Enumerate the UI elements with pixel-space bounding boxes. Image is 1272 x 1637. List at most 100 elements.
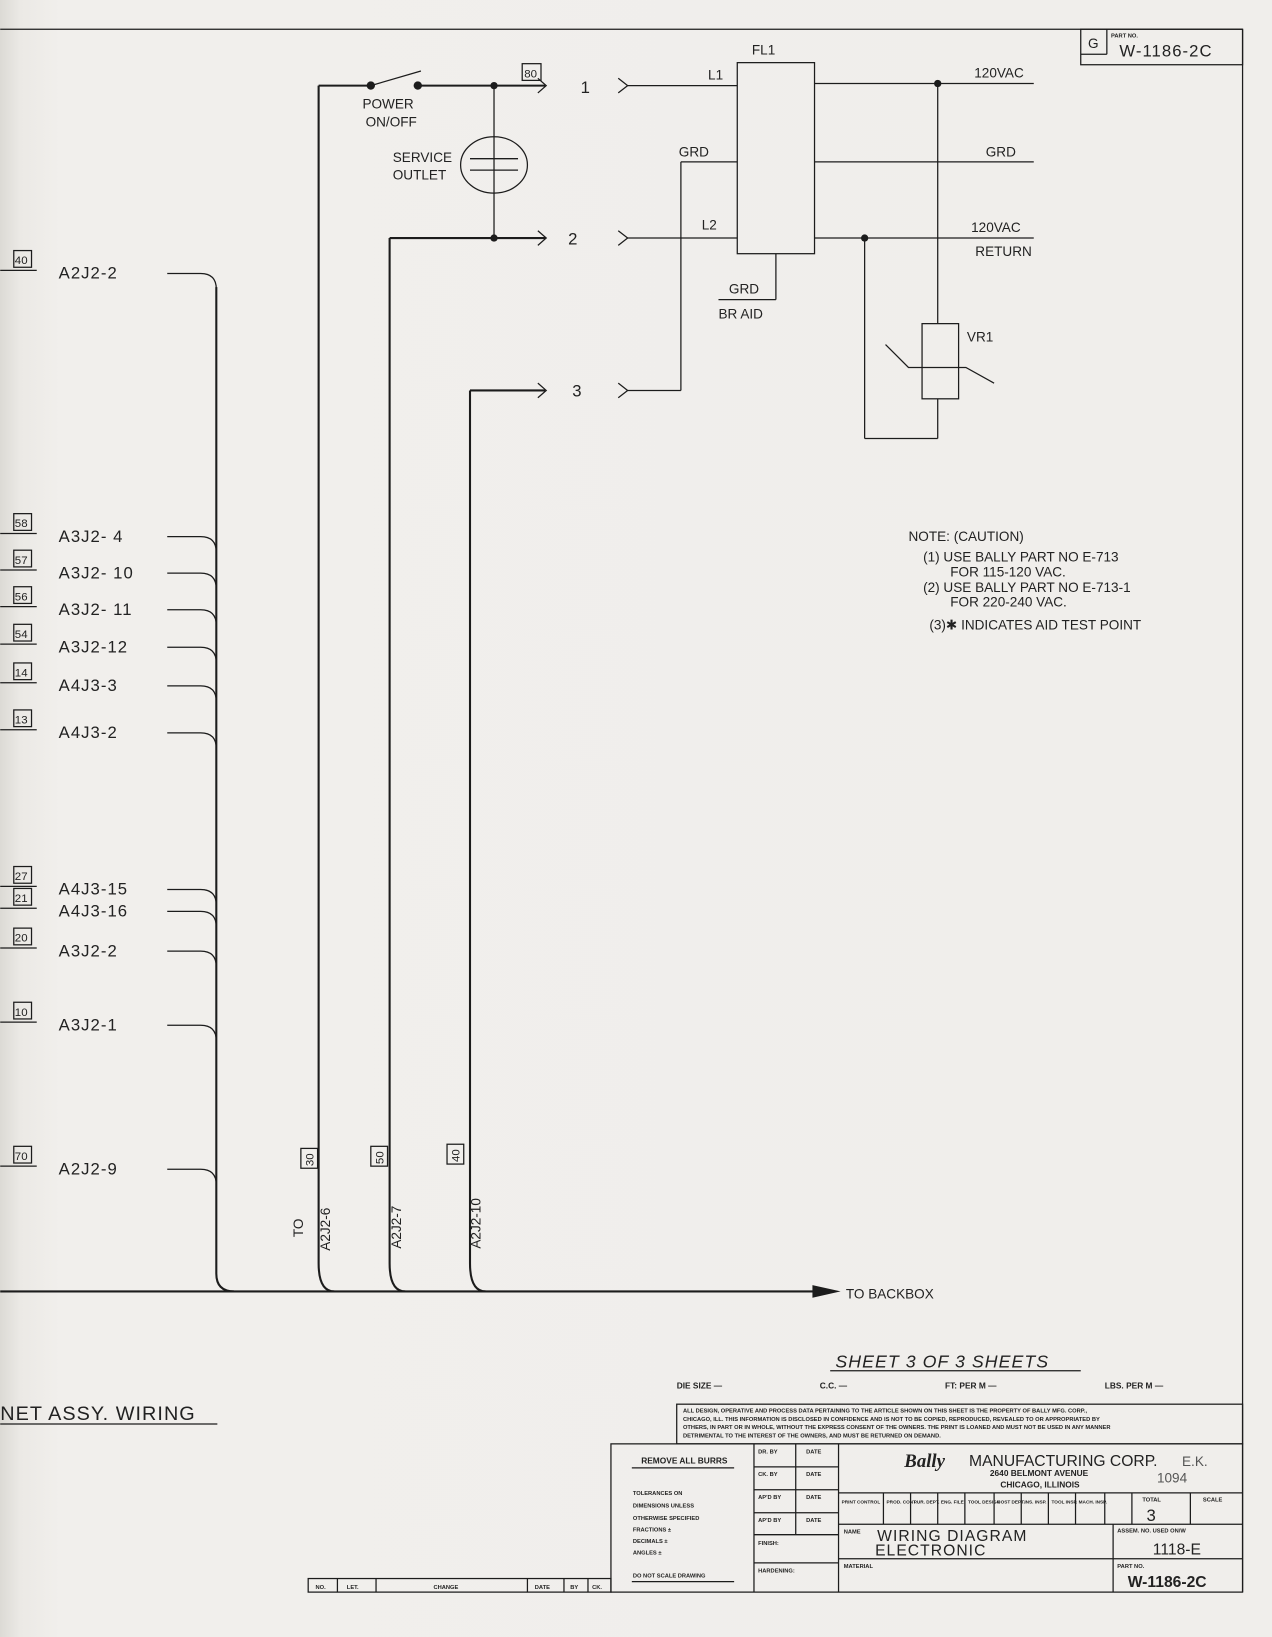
pin-1: 1 (581, 78, 591, 97)
wire-tag: 13 (15, 714, 28, 726)
print-control-cell: PROD. CONT. (887, 1499, 917, 1504)
remove-burrs: REMOVE ALL BURRS (641, 1456, 728, 1466)
address: 2640 BELMONT AVENUE (990, 1468, 1089, 1478)
braid-grd: GRD (729, 281, 759, 296)
rev-no: NO. (315, 1585, 326, 1591)
wire-tag: 57 (15, 555, 28, 567)
tolerance: DIMENSIONS UNLESS (633, 1504, 694, 1510)
date-label: DATE (806, 1472, 821, 1478)
print-control-cell: TOOL DESIGN (968, 1499, 1001, 1504)
tolerance: FRACTIONS ± (633, 1528, 672, 1534)
rev-change: CHANGE (433, 1585, 458, 1591)
outlet-label-2: OUTLET (393, 168, 447, 183)
wire-tag-box (13, 513, 33, 531)
material-label: MATERIAL (844, 1564, 874, 1570)
note-3: (3)✱ INDICATES AID TEST POINT (929, 618, 1141, 633)
wire-tag-box (521, 63, 542, 82)
filter-grd: GRD (679, 145, 709, 160)
assembly-number: 1118-E (1153, 1542, 1201, 1559)
cc: C.C. — (820, 1381, 848, 1391)
wire-tag-box (13, 623, 33, 642)
disclaimer: ALL DESIGN, OPERATIVE AND PROCESS DATA P… (683, 1409, 1088, 1415)
wire-tag: 40 (15, 255, 28, 267)
switch-contact (366, 81, 375, 90)
switch-label: POWER (362, 97, 413, 112)
drawing-name: WIRING DIAGRAM (877, 1528, 1027, 1545)
varistor-label: VR1 (967, 329, 993, 344)
part-number-block: G PART NO. W-1186-2C (1080, 28, 1244, 66)
to-backbox-label: TO BACKBOX (846, 1287, 934, 1302)
wire-tag: 27 (15, 871, 28, 883)
wire-tag: 14 (15, 668, 28, 680)
switch-label-2: ON/OFF (366, 114, 417, 129)
to-label: TO (291, 1219, 306, 1238)
no-scale: DO NOT SCALE DRAWING (633, 1573, 706, 1579)
disclaimer: DETRIMENTAL TO THE INTEREST OF THE OWNER… (683, 1434, 941, 1440)
tolerance: OTHERWISE SPECIFIED (633, 1516, 700, 1522)
date-label: DATE (806, 1518, 821, 1524)
rev-by: BY (570, 1585, 578, 1591)
wire-tag: 56 (15, 591, 28, 603)
varistor-vr1: VR1 (860, 79, 995, 440)
assembly-label: ASSEM. NO. USED ON/W (1117, 1529, 1186, 1535)
wire-tag-box (13, 586, 33, 605)
wire-tag: 70 (15, 1151, 28, 1163)
connection-label: A3J2- 11 (59, 600, 133, 619)
note-2b: FOR 220-240 VAC. (950, 595, 1067, 610)
tolerance: TOLERANCES ON (633, 1491, 683, 1497)
connection-label: A2J2-9 (59, 1160, 118, 1179)
part-no-label: PART NO. (1117, 1564, 1144, 1570)
tolerance: ANGLES ± (633, 1551, 662, 1557)
finish-label: FINISH: (758, 1541, 779, 1547)
wire-tag-box (13, 709, 33, 728)
title-block: DIE SIZE — C.C. — FT: PER M — LBS. PER M… (610, 1381, 1244, 1593)
scale-label: SCALE (1203, 1497, 1223, 1503)
total-sheets: 3 (1147, 1506, 1156, 1525)
print-control-cell: COST DEPT. (997, 1499, 1025, 1504)
filter-l2: L2 (702, 218, 717, 233)
connection-label: A2J2-7 (389, 1206, 404, 1249)
ck-by: CK. BY (758, 1472, 778, 1478)
wire-tag: 10 (15, 1007, 28, 1019)
note-1: (1) USE BALLY PART NO E-713 (923, 550, 1118, 565)
part-no-value: W-1186-2C (1119, 41, 1212, 60)
wire-tag-box (13, 1145, 33, 1164)
ft-per-m: FT: PER M — (945, 1381, 997, 1391)
pin-3: 3 (572, 382, 582, 401)
harness-wires: TO BACKBOX (0, 85, 934, 1302)
output-return: RETURN (975, 244, 1032, 259)
disclaimer: OTHERS, IN PART OR IN WHOLE, WITHOUT THE… (683, 1425, 1111, 1431)
print-control-cell: PRINT CONTROL (842, 1499, 881, 1504)
drawing-name-2: ELECTRONIC (875, 1543, 986, 1560)
company-name: MANUFACTURING CORP. (969, 1453, 1157, 1470)
note-1b: FOR 115-120 VAC. (950, 564, 1066, 579)
wire-tag-box (13, 1001, 33, 1020)
bottom-connections: 30 50 40 TO A2J2-6 A2J2-7 A2J2-10 (291, 1143, 483, 1251)
wire-tag-box (13, 549, 33, 568)
tolerance: DECIMALS ± (633, 1539, 669, 1545)
service-outlet-symbol (459, 136, 529, 194)
print-control-cell: TOOL INSP. (1052, 1499, 1078, 1504)
connection-label: A2J2-6 (318, 1208, 333, 1251)
connection-label: A4J3-16 (59, 902, 128, 921)
note-2: (2) USE BALLY PART NO E-713-1 (923, 580, 1131, 595)
caution-notes: NOTE: (CAUTION) (1) USE BALLY PART NO E-… (908, 529, 1141, 633)
initials: E.K. (1182, 1454, 1208, 1469)
wire-tag: 54 (15, 629, 28, 641)
handwritten-code: 1094 (1157, 1470, 1188, 1485)
wire-tag: 40 (451, 1149, 463, 1162)
part-no-label: PART NO. (1111, 34, 1138, 40)
sheet-border (0, 28, 1244, 1593)
part-number: W-1186-2C (1128, 1574, 1207, 1591)
